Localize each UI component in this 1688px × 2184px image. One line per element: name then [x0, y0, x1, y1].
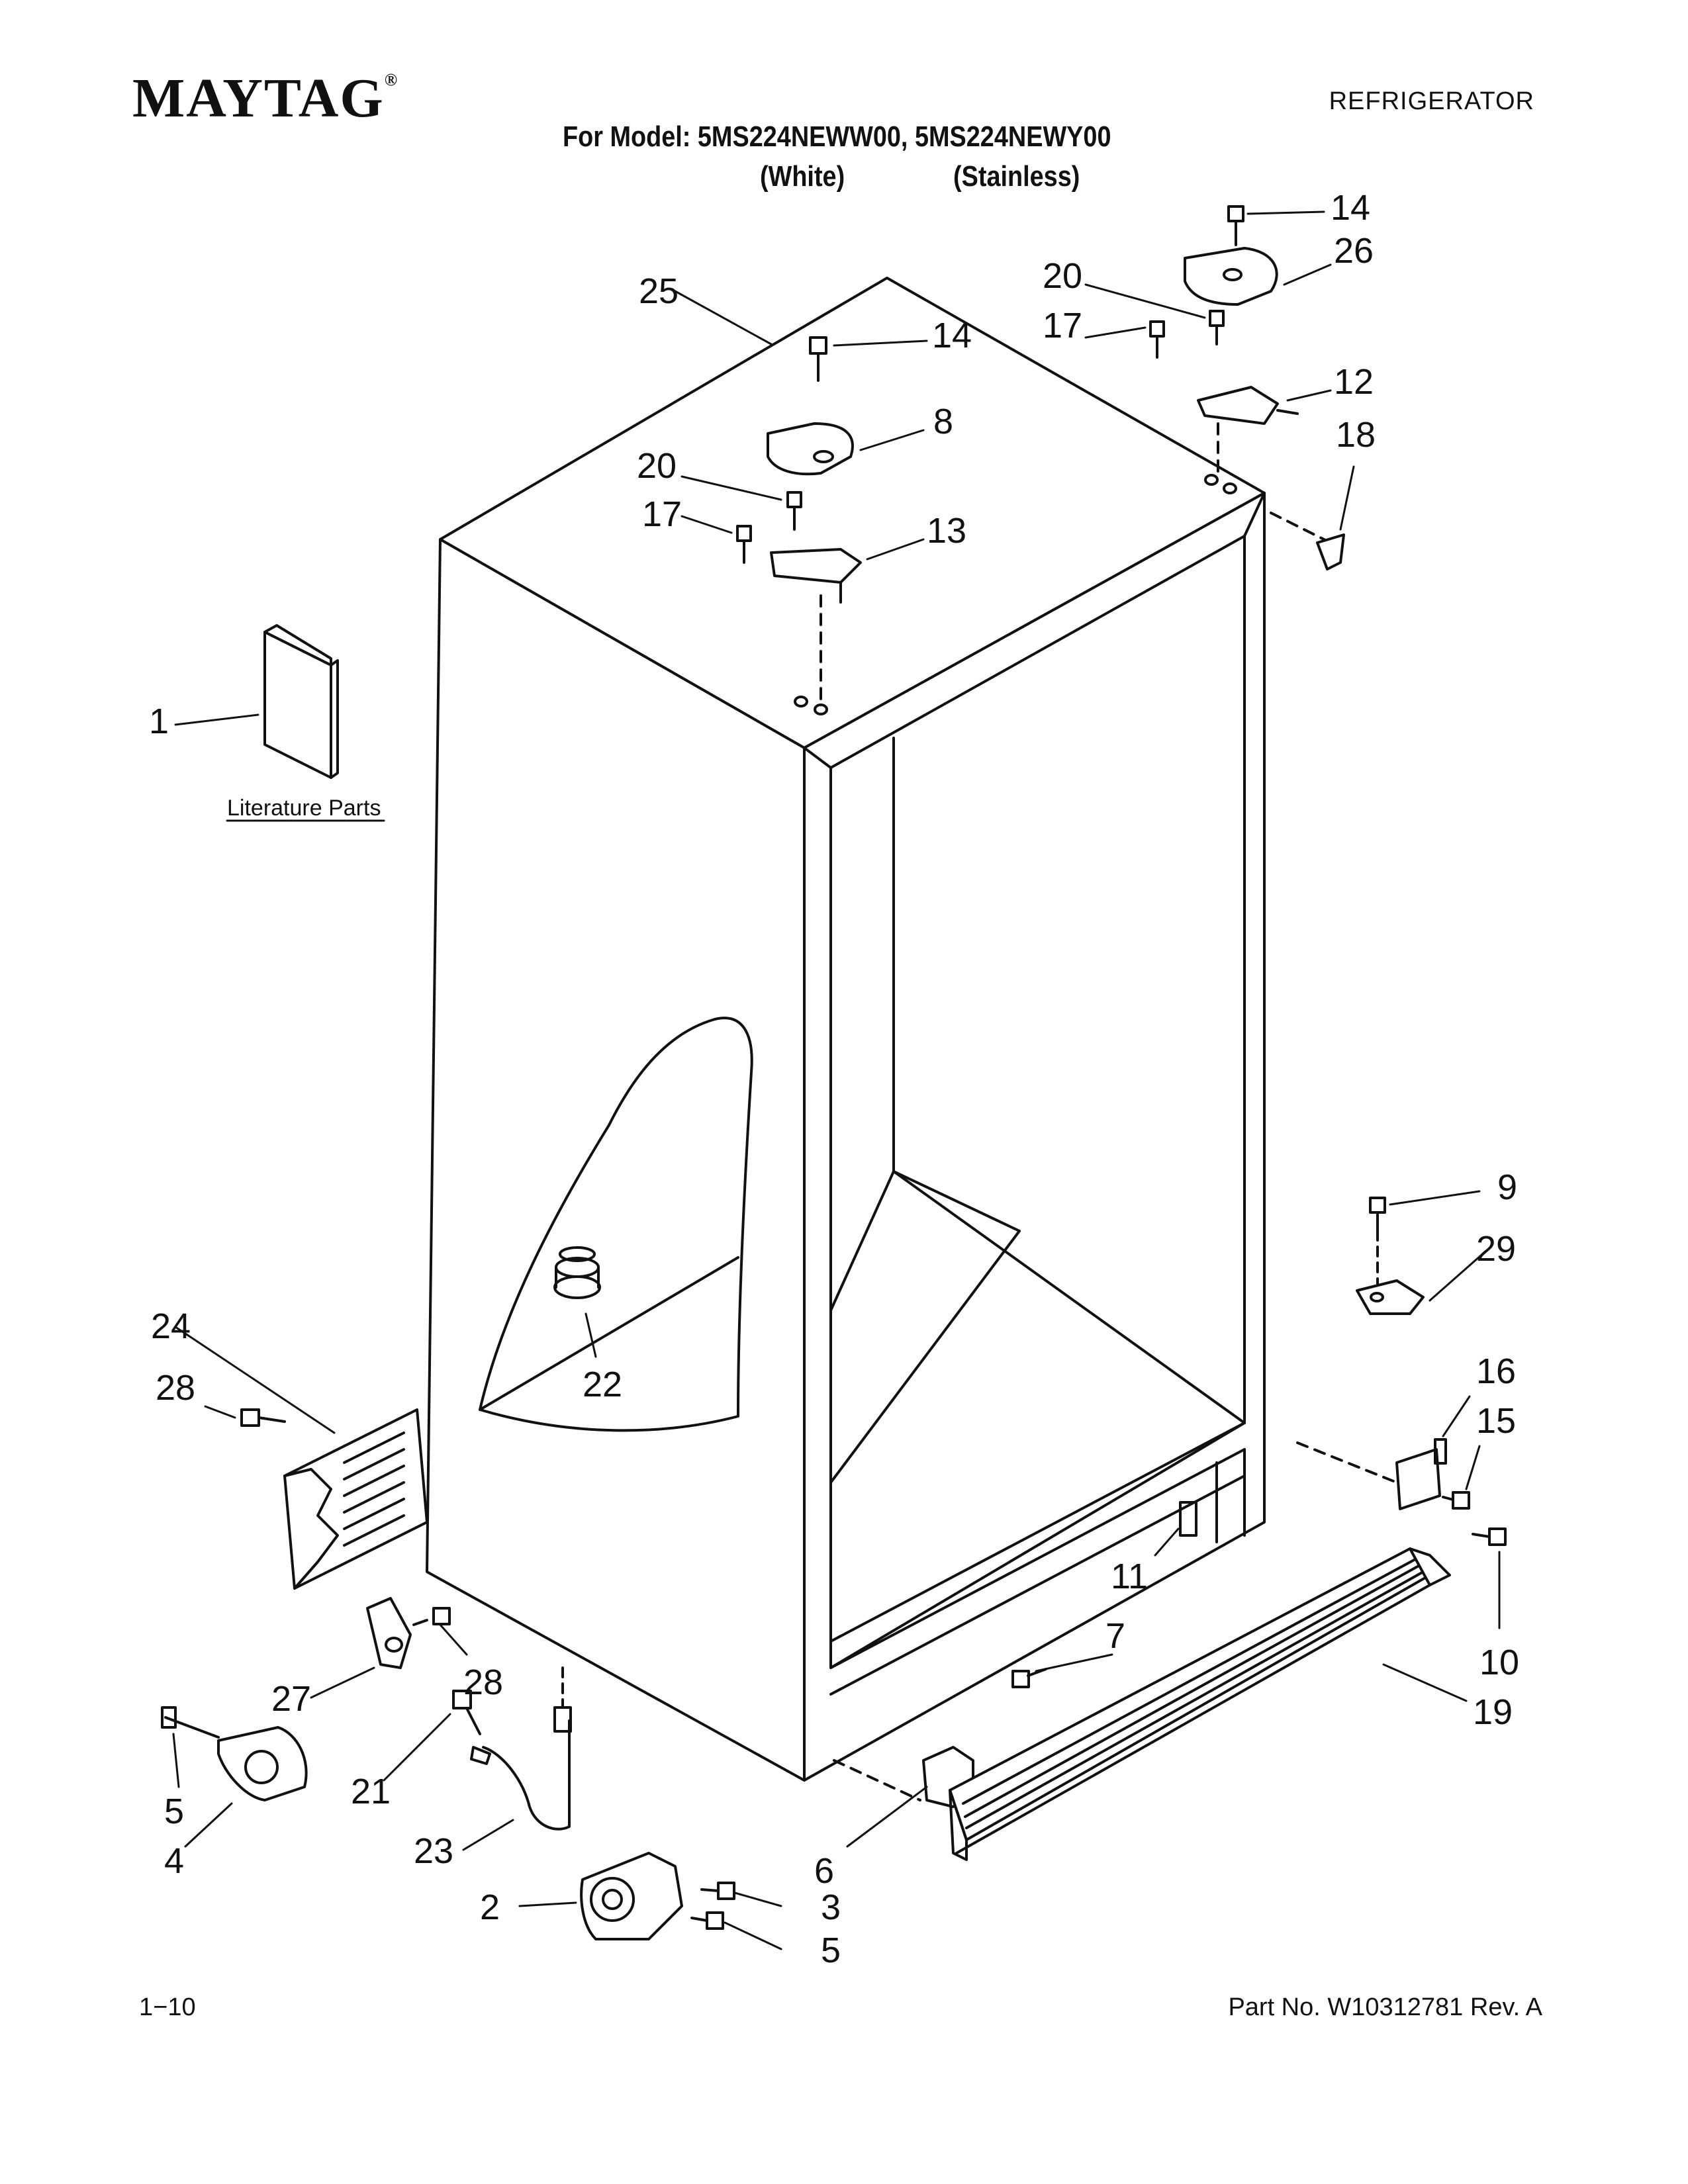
callout-7: 7 [1105, 1616, 1125, 1656]
drain-fitting [553, 1246, 601, 1299]
variant-stainless: (Stainless) [953, 160, 1080, 193]
callout-3: 3 [821, 1888, 841, 1927]
screw-9 [1369, 1197, 1386, 1289]
bracket-29 [1356, 1279, 1425, 1315]
callout-8: 8 [933, 402, 953, 441]
callout-11: 11 [1111, 1557, 1148, 1596]
callout-5a: 5 [164, 1792, 184, 1831]
callout-29: 29 [1476, 1229, 1516, 1269]
literature-booklet [263, 624, 339, 779]
callout-5b: 5 [821, 1931, 841, 1970]
right-hinge-group [1149, 205, 1345, 570]
part-number: Part No. W10312781 Rev. A [1228, 1993, 1542, 2021]
callout-22: 22 [583, 1365, 622, 1404]
callout-1: 1 [149, 702, 169, 741]
callout-12: 12 [1334, 362, 1374, 402]
base-grille-19 [949, 1547, 1451, 1861]
callout-9: 9 [1497, 1167, 1517, 1207]
product-category: REFRIGERATOR [1329, 87, 1534, 115]
screws-3-5 [690, 1882, 735, 1930]
roller-assembly-2 [580, 1852, 683, 1940]
callout-10: 10 [1479, 1643, 1519, 1682]
variant-white: (White) [760, 160, 845, 193]
callout-4: 4 [164, 1841, 184, 1881]
model-line: For Model: 5MS224NEWW00, 5MS224NEWY00 [563, 120, 1111, 153]
literature-label: Literature Parts [227, 796, 381, 821]
callout-13: 13 [927, 511, 966, 551]
callout-6: 6 [814, 1851, 834, 1891]
callout-20a: 20 [637, 446, 677, 486]
left-hinge-group [736, 336, 862, 715]
callout-19: 19 [1473, 1692, 1513, 1732]
callout-26: 26 [1334, 231, 1374, 271]
callout-20b: 20 [1043, 256, 1082, 296]
callout-21: 21 [351, 1772, 391, 1811]
water-tube-23 [470, 1666, 572, 1831]
callout-15: 15 [1476, 1401, 1516, 1441]
cabinet-cutaway [479, 1017, 753, 1432]
callout-23: 23 [414, 1831, 453, 1871]
rear-grille [283, 1408, 428, 1590]
callout-14b: 14 [1331, 188, 1370, 228]
bracket-27 [366, 1597, 412, 1669]
callout-27: 27 [271, 1679, 311, 1719]
callout-17b: 17 [1043, 306, 1082, 345]
clip-11 [1179, 1501, 1197, 1537]
callout-2: 2 [480, 1888, 500, 1927]
screw-28-lower [412, 1607, 451, 1626]
leveling-roller-4 [161, 1706, 308, 1801]
brand-logo: MAYTAG® [132, 68, 399, 129]
page-number: 1−10 [139, 1993, 196, 2021]
callout-18: 18 [1336, 415, 1376, 455]
callout-16: 16 [1476, 1351, 1516, 1391]
callout-28a: 28 [156, 1368, 195, 1408]
callout-17a: 17 [642, 494, 682, 534]
screw-28-left [240, 1408, 286, 1427]
callout-28b: 28 [463, 1662, 503, 1702]
callout-24: 24 [151, 1306, 191, 1346]
callout-25: 25 [639, 271, 679, 311]
leader-lines [172, 210, 1501, 1950]
screw-21 [452, 1690, 481, 1735]
screws-15-10 [1442, 1491, 1507, 1546]
hinge-16 [1296, 1438, 1447, 1510]
callout-14a: 14 [932, 316, 972, 355]
